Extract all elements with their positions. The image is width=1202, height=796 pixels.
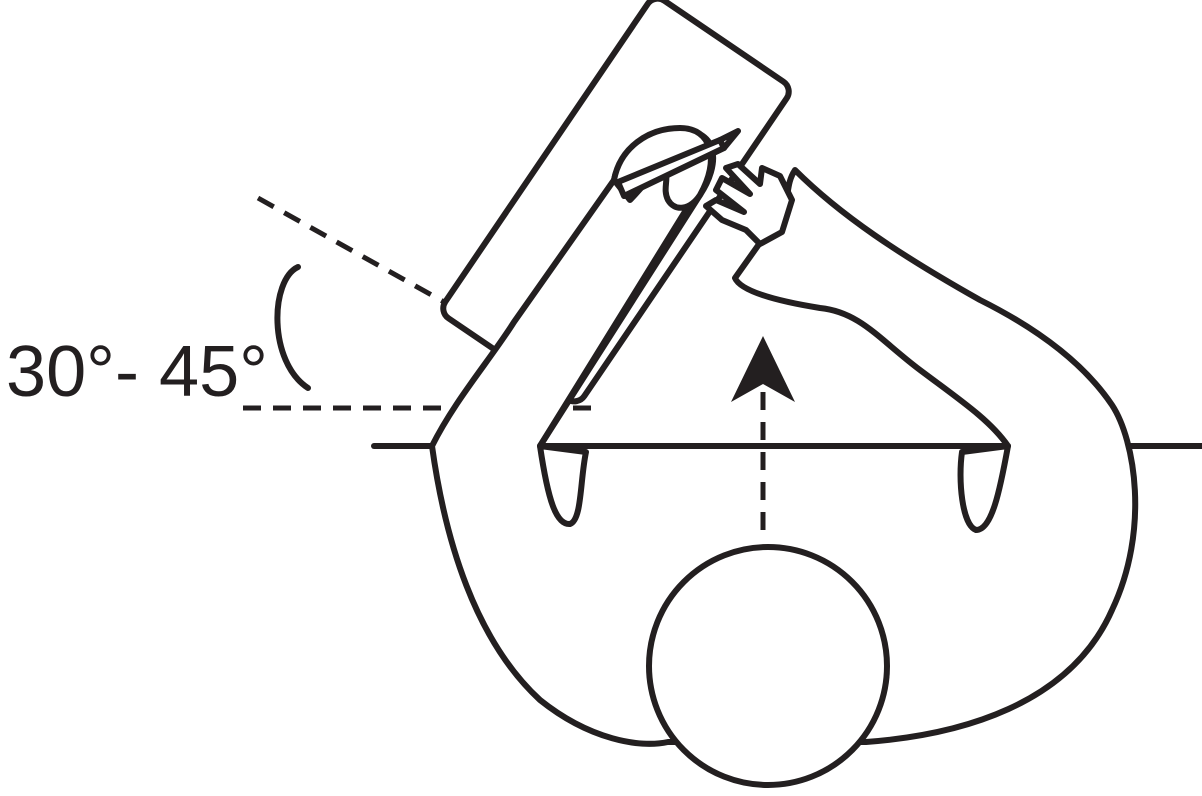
angle-arc bbox=[274, 264, 311, 391]
forward-arrow-head bbox=[731, 336, 795, 402]
right-elbow-crease bbox=[957, 443, 1011, 533]
angle-label: 30°- 45° bbox=[6, 332, 268, 412]
left-elbow-crease bbox=[537, 443, 589, 527]
head bbox=[646, 544, 890, 788]
pen-nib-line bbox=[717, 137, 727, 151]
support-hand bbox=[703, 161, 795, 247]
pen bbox=[615, 128, 741, 199]
